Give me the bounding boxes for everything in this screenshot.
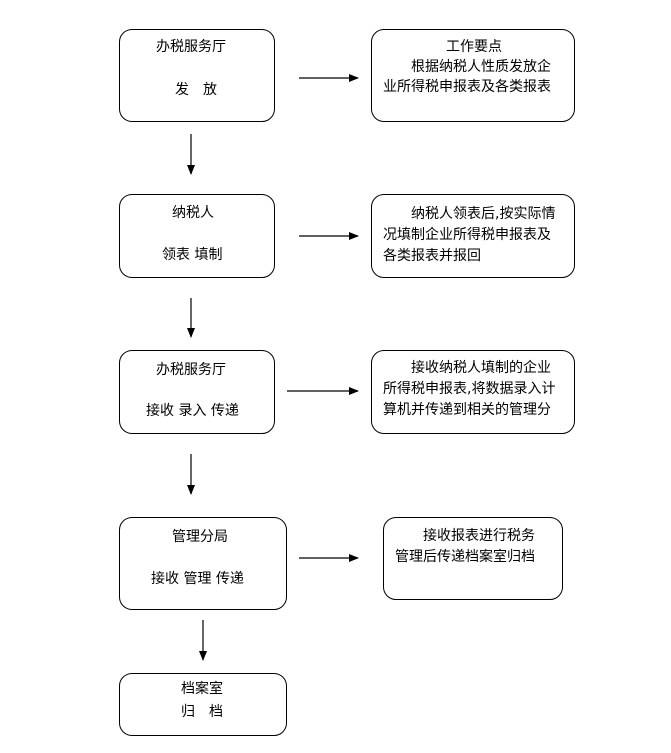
step-1-left-box [119, 29, 275, 122]
step-1-right-line-1: 工作要点 [446, 39, 502, 55]
step-3-right-line-2: 所得税申报表,将数据录入计 [383, 381, 556, 397]
step-3-left-action: 接收 录入 传递 [146, 403, 239, 419]
step-1-right-line-3: 业所得税申报表及各类报表 [383, 79, 551, 95]
step-2-left-title: 纳税人 [172, 205, 214, 221]
step-2-right-line-2: 况填制企业所得税申报表及 [383, 227, 551, 243]
step-3-left-title: 办税服务厅 [156, 362, 226, 378]
step-4-right-line-1: 接收报表进行税务 [423, 528, 535, 544]
step-2-right-box [371, 194, 575, 278]
step-3-left-box [119, 350, 275, 434]
step-4-right-box [383, 517, 563, 600]
step-2-left-box [119, 194, 275, 278]
step-4-left-box [119, 517, 287, 610]
step-1-right-box [371, 29, 575, 122]
step-5-left-action: 归 档 [181, 704, 223, 720]
step-3-right-box [371, 350, 575, 434]
step-3-right-line-1: 接收纳税人填制的企业 [411, 360, 551, 376]
step-3-right-line-3: 算机并传递到相关的管理分 [383, 402, 551, 418]
step-2-left-action: 领表 填制 [162, 247, 223, 263]
step-4-left-title: 管理分局 [172, 529, 228, 545]
step-1-left-action: 发 放 [175, 82, 217, 98]
step-5-left-box [119, 673, 287, 736]
step-4-left-action: 接收 管理 传递 [151, 571, 244, 587]
step-1-right-line-2: 根据纳税人性质发放企 [411, 59, 551, 75]
step-4-right-line-2: 管理后传递档案室归档 [395, 549, 535, 565]
step-5-left-title: 档案室 [181, 681, 223, 697]
step-2-right-line-3: 各类报表并报回 [383, 248, 481, 264]
step-1-left-title: 办税服务厅 [156, 39, 226, 55]
step-2-right-line-1: 纳税人领表后,按实际情 [411, 206, 556, 222]
